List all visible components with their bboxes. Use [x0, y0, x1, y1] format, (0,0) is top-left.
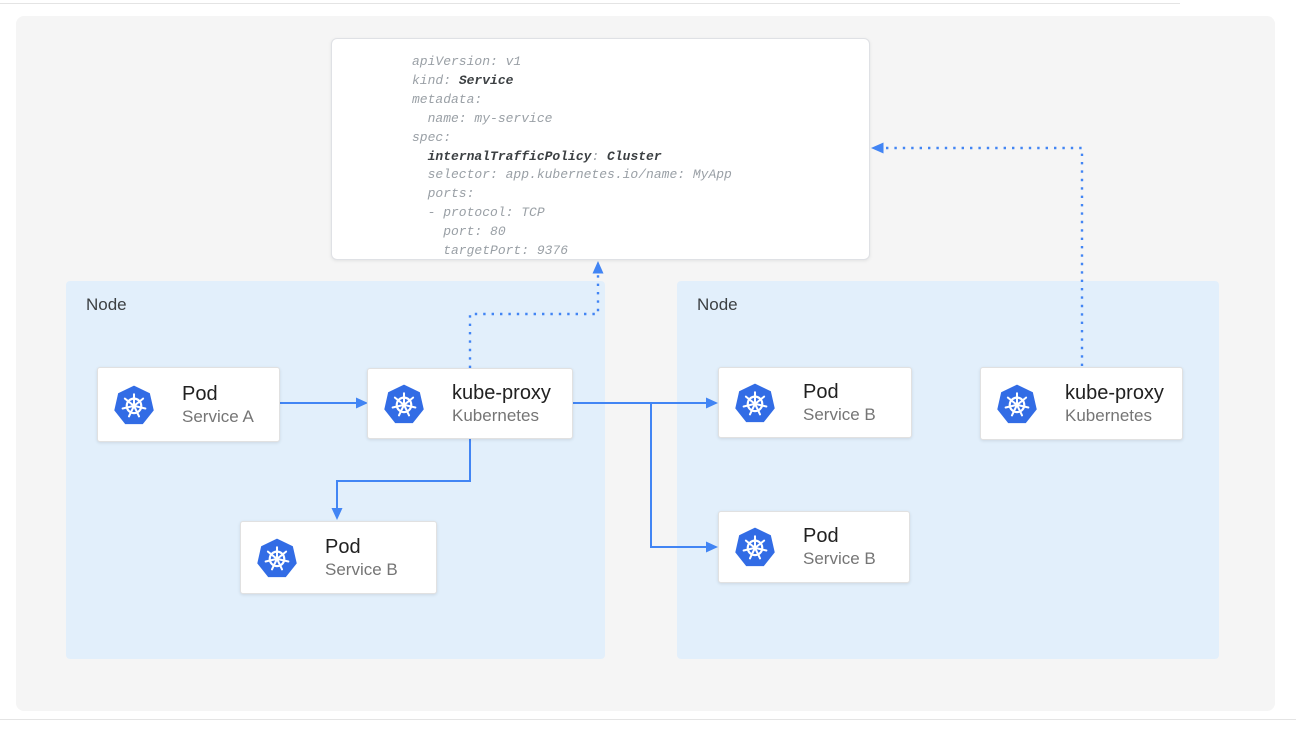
card-subtitle: Service B	[803, 549, 876, 568]
card-title: Pod	[325, 535, 361, 558]
bottom-border-line	[0, 719, 1296, 720]
top-border-line	[0, 3, 1180, 4]
node-label: Node	[86, 295, 127, 314]
card-subtitle: Service B	[325, 559, 398, 579]
yaml-line: name: my-service	[412, 110, 553, 126]
kubernetes-icon	[255, 536, 299, 580]
card-subtitle: Kubernetes	[1065, 405, 1152, 425]
yaml-line: kind: Service	[412, 72, 514, 88]
card-subtitle: Service A	[182, 406, 254, 426]
card-title: kube-proxy	[1065, 381, 1164, 404]
kubernetes-icon	[733, 381, 777, 425]
kube-proxy-right-card: kube-proxy Kubernetes	[980, 367, 1183, 440]
node-box-right: Node	[677, 281, 1219, 659]
node-label: Node	[697, 295, 738, 314]
yaml-line: apiVersion: v1	[412, 54, 522, 69]
kubernetes-icon	[112, 383, 156, 427]
yaml-line: targetPort: 9376	[412, 243, 569, 259]
kube-proxy-left-card: kube-proxy Kubernetes	[367, 368, 573, 439]
yaml-line: - protocol: TCP	[412, 205, 545, 221]
pod-service-b-card-bottom-right: Pod Service B	[718, 511, 910, 583]
yaml-line: internalTrafficPolicy: Cluster	[427, 148, 662, 164]
kubernetes-icon	[995, 382, 1039, 426]
yaml-line: port: 80	[412, 224, 506, 240]
card-subtitle: Kubernetes	[452, 405, 539, 425]
kubernetes-icon	[382, 382, 426, 426]
yaml-line: ports:	[412, 186, 475, 202]
pod-service-b-card-top-right: Pod Service B	[718, 367, 912, 438]
yaml-line: spec:	[412, 129, 452, 145]
service-yaml-card: apiVersion: v1 kind: Service metadata: n…	[331, 38, 870, 260]
card-title: Pod	[182, 382, 218, 405]
card-title: kube-proxy	[452, 381, 551, 404]
kubernetes-icon	[733, 525, 777, 569]
card-subtitle: Service B	[803, 404, 876, 424]
pod-service-a-card: Pod Service A	[97, 367, 280, 442]
card-title: Pod	[803, 380, 839, 403]
card-title: Pod	[803, 525, 839, 547]
node-box-left: Node	[66, 281, 605, 659]
pod-service-b-card-bottom-left: Pod Service B	[240, 521, 437, 594]
yaml-line: metadata:	[412, 91, 483, 107]
yaml-line: selector: app.kubernetes.io/name: MyApp	[412, 167, 732, 183]
